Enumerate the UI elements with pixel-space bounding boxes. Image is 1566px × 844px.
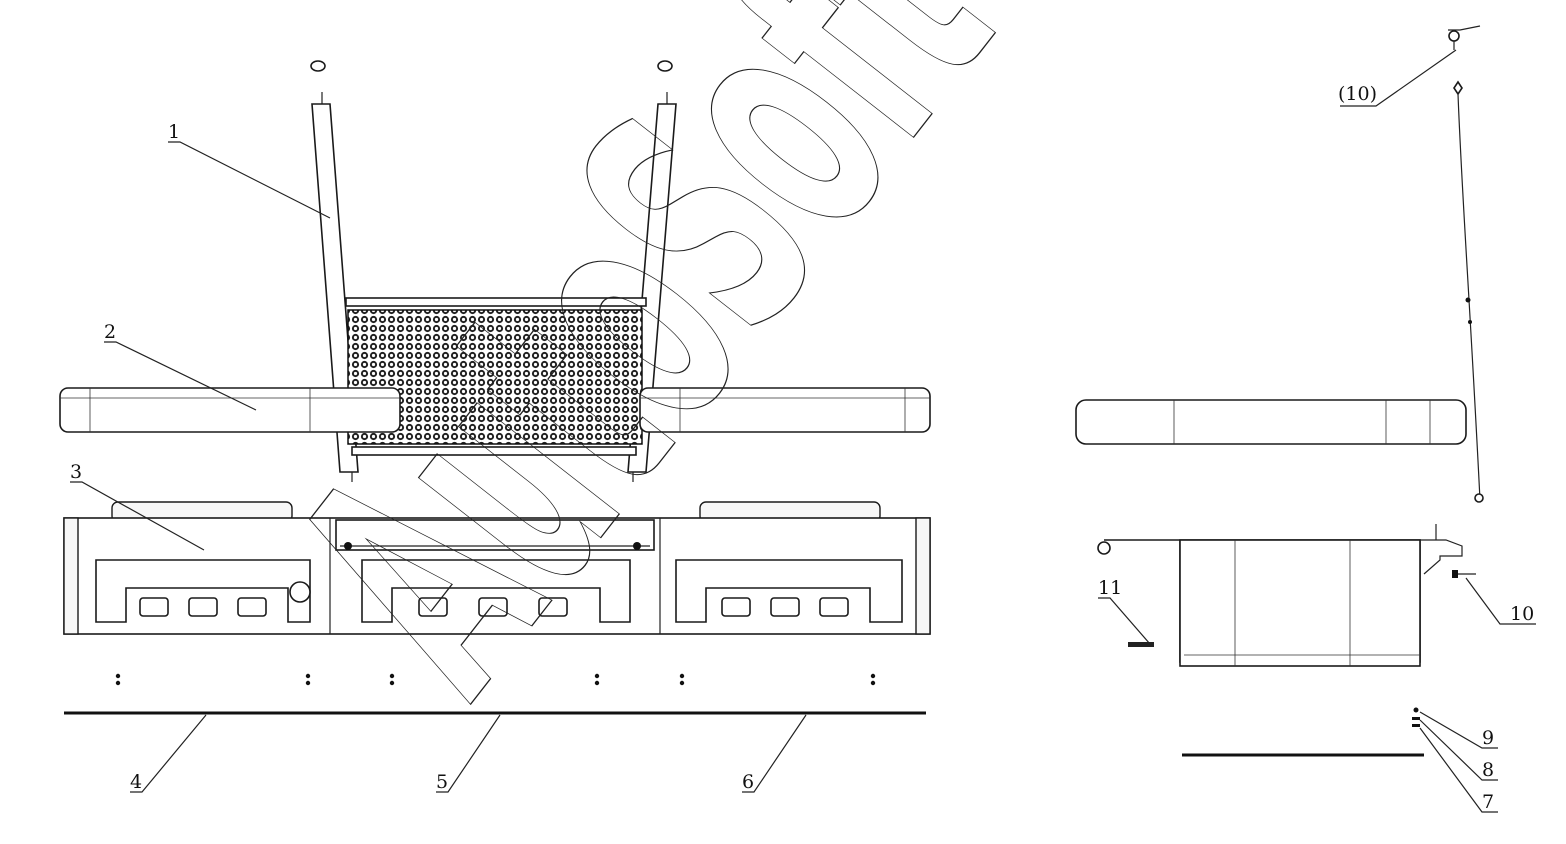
bumper-body (63, 501, 931, 635)
callout-6: 6 (742, 771, 754, 793)
callout-9: 9 (1482, 727, 1494, 749)
callout-8: 8 (1482, 759, 1494, 781)
watermark-text: AutoSoft (229, 0, 1061, 753)
callout-3: 3 (70, 461, 82, 483)
side-view-washers (1412, 707, 1420, 727)
callout-4: 4 (130, 771, 142, 793)
fastener-marks (115, 673, 876, 686)
side-view-bumper-body (1097, 524, 1463, 667)
callout-7: 7 (1482, 791, 1494, 813)
callout-1: 1 (168, 121, 180, 143)
side-view-bolt (1128, 570, 1476, 647)
callout-2: 2 (104, 321, 116, 343)
callout-11: 11 (1098, 577, 1122, 599)
callout-10-parenthesized: (10) (1338, 83, 1377, 105)
leader-lines (70, 49, 1536, 813)
side-view-rod (1457, 93, 1484, 503)
callout-5: 5 (436, 771, 448, 793)
grille-guard-frame (310, 60, 677, 482)
side-view-pin (1448, 25, 1481, 96)
bumper-tube (59, 387, 931, 433)
side-view-bumper-tube (1075, 399, 1467, 445)
callout-10: 10 (1510, 603, 1534, 625)
callout-labels: 1 2 3 4 5 6 (10) 11 10 9 8 7 (70, 83, 1534, 813)
